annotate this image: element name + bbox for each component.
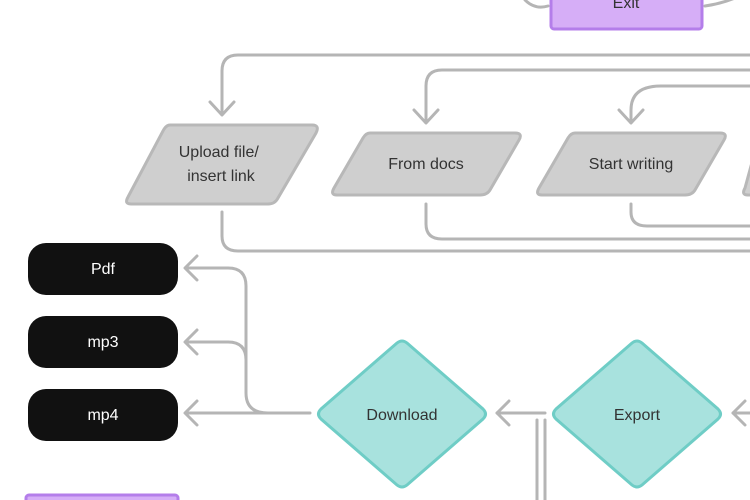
export-label: Export [614, 407, 661, 424]
exit-box [549, 0, 704, 31]
from-docs-label: From docs [388, 156, 464, 173]
upload-label-line2: insert link [187, 168, 256, 185]
exit-label: Exit [613, 0, 640, 12]
export-diamond [552, 339, 722, 489]
partial-purple-box [24, 493, 180, 500]
exit-node[interactable]: Exit [549, 0, 704, 31]
download-label: Download [366, 407, 437, 424]
download-node[interactable]: Download [317, 339, 487, 489]
connector-into-exit-left [523, 0, 550, 9]
connector-to-from-docs [424, 68, 750, 124]
export-node[interactable]: Export [552, 339, 722, 489]
pdf-box [28, 243, 178, 295]
connector-from-start-writing [629, 202, 750, 228]
from-docs-node[interactable]: From docs [331, 131, 522, 197]
arrowhead-to-mp4 [183, 399, 199, 427]
arrowhead-to-download [495, 399, 511, 427]
mp3-node[interactable]: mp3 [28, 316, 178, 368]
upload-label-line1: Upload file/ [179, 144, 260, 161]
connector-download-to-mp3 [185, 340, 248, 362]
download-diamond [317, 339, 487, 489]
connector-to-start-writing [629, 84, 750, 124]
arrowhead-to-mp3 [183, 328, 199, 356]
arrowhead-to-upload [208, 100, 236, 117]
arrowhead-to-export [731, 399, 747, 427]
connector-to-upload [220, 53, 750, 116]
mp3-label: mp3 [87, 334, 118, 351]
start-writing-node[interactable]: Start writing [536, 131, 727, 197]
arrowhead-to-from-docs [412, 108, 440, 125]
connector-from-from-docs [424, 202, 750, 241]
arrowhead-to-pdf [183, 254, 199, 282]
connector-download-to-pdf [185, 266, 270, 415]
start-writing-shape [536, 131, 727, 197]
connector-exit-right [703, 0, 734, 8]
start-writing-label: Start writing [589, 156, 673, 173]
upload-shape [125, 123, 319, 206]
mp4-node[interactable]: mp4 [28, 389, 178, 441]
pdf-node[interactable]: Pdf [28, 243, 178, 295]
upload-label: Upload file/ insert link [179, 144, 264, 185]
upload-node[interactable]: Upload file/ insert link [125, 123, 319, 206]
arrowhead-to-start-writing [617, 108, 645, 125]
mp4-box [28, 389, 178, 441]
pdf-label: Pdf [91, 261, 116, 278]
mp3-box [28, 316, 178, 368]
partial-input-shape [742, 163, 750, 197]
from-docs-shape [331, 131, 522, 197]
mp4-label: mp4 [87, 407, 118, 424]
connector-from-upload [220, 210, 750, 253]
